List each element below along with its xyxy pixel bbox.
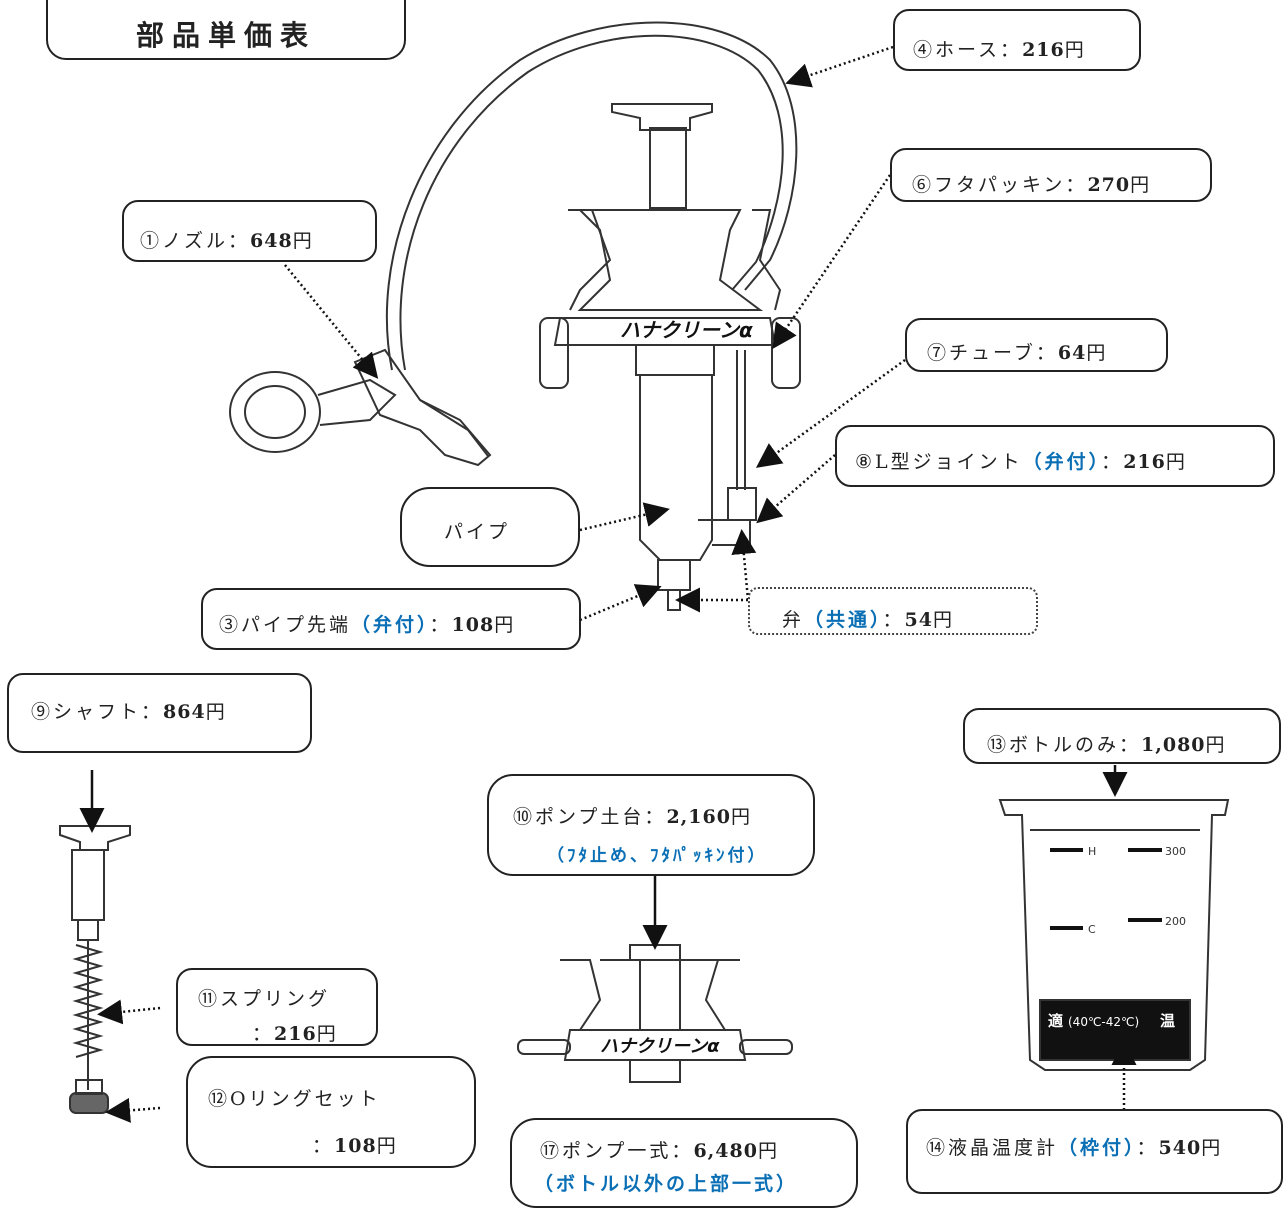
label-tube: ⑦チューブ：64円 <box>905 318 1168 372</box>
label-l-joint: ⑧L型ジョイント（弁付）：216円 <box>835 425 1275 487</box>
label-text: ： <box>1136 1137 1159 1159</box>
label-text: （枠付） <box>1058 1137 1137 1159</box>
label-text: ⑩ポンプ土台： <box>513 806 667 828</box>
label-text: 円 <box>757 1140 780 1162</box>
bottle-mark-c: C <box>1088 923 1096 936</box>
label-text: 108 <box>334 1135 377 1157</box>
page-title: 部品単価表 <box>135 19 316 52</box>
label-text: （弁付） <box>351 614 430 636</box>
label-text: 216 <box>274 1023 317 1045</box>
label-text: ： <box>252 1023 275 1045</box>
leader-oring <box>105 1097 161 1123</box>
label-text: 円 <box>933 609 956 631</box>
label-text: ： <box>429 614 452 636</box>
label-text: 64 <box>1057 342 1087 364</box>
title-box: 部品単価表 <box>46 0 406 60</box>
label-text: （弁付） <box>1022 451 1102 473</box>
label-text: 円 <box>1201 1137 1224 1159</box>
label-text: 1,080 <box>1141 734 1206 756</box>
label-text: 864 <box>163 701 206 723</box>
label-text: 円 <box>292 230 315 252</box>
label-text: 円 <box>205 701 228 723</box>
label-text: （ボトル以外の上部一式） <box>534 1173 799 1195</box>
label-text: ⑦チューブ： <box>927 342 1058 364</box>
label-text: ⑰ポンプ一式： <box>540 1140 694 1162</box>
hose-drawing <box>385 21 798 371</box>
leader-l-joint <box>756 454 836 524</box>
label-pump-base: ⑩ポンプ土台：2,160円 （ﾌﾀ止め、ﾌﾀﾊﾟｯｷﾝ付） <box>487 774 815 876</box>
base-logo-text: ハナクリーンα <box>600 1036 720 1057</box>
label-text: 円 <box>316 1023 339 1045</box>
leader-nozzle <box>284 264 379 379</box>
label-text: 円 <box>1086 342 1109 364</box>
label-thermometer: ⑭液晶温度計（枠付）：540円 <box>906 1109 1283 1194</box>
leader-pipe-tip <box>579 584 662 622</box>
label-nozzle: ①ノズル：648円 <box>122 200 377 262</box>
label-text: ⑬ボトルのみ： <box>987 734 1142 756</box>
label-text: ⑧L型ジョイント <box>855 451 1023 473</box>
label-text: 54 <box>904 609 933 631</box>
leader-lid-packing <box>772 174 892 350</box>
shaft-drawing <box>59 825 131 1114</box>
label-shaft: ⑨シャフト：864円 <box>7 673 312 753</box>
label-oring: ⑫Oリングセット ：108円 <box>186 1056 476 1168</box>
label-text: ④ホース： <box>913 39 1023 61</box>
label-pipe: パイプ <box>400 487 580 567</box>
label-text: ： <box>312 1135 335 1157</box>
bottle-drawing <box>998 799 1230 1071</box>
label-text: （ﾌﾀ止め、ﾌﾀﾊﾟｯｷﾝ付） <box>547 846 768 866</box>
leader-pipe <box>579 502 670 532</box>
label-text: 648 <box>250 230 293 252</box>
label-lid-packing: ⑥フタパッキン：270円 <box>890 148 1212 202</box>
label-valve: 弁（共通）：54円 <box>748 587 1038 635</box>
label-text: 108 <box>451 614 495 636</box>
label-hose: ④ホース：216円 <box>893 9 1141 71</box>
bottle-mark-200: 200 <box>1165 915 1186 928</box>
bottle-mark-300: 300 <box>1165 845 1186 858</box>
label-pipe-tip: ③パイプ先端（弁付）：108円 <box>201 588 581 650</box>
label-text: ： <box>882 609 905 631</box>
label-text: パイプ <box>444 521 511 543</box>
label-text: 円 <box>494 614 517 636</box>
pump-logo-text: ハナクリーンα <box>620 318 753 342</box>
label-pump-set: ⑰ポンプ一式：6,480円 （ボトル以外の上部一式） <box>510 1118 858 1208</box>
leader-hose <box>785 45 894 88</box>
label-text: （共通） <box>804 609 883 631</box>
label-text: 6,480 <box>693 1140 758 1162</box>
label-text: 2,160 <box>666 806 731 828</box>
label-text: 円 <box>376 1135 399 1157</box>
label-text: ③パイプ先端 <box>219 614 352 636</box>
label-text: 円 <box>1130 174 1153 196</box>
label-text: 円 <box>1064 39 1087 61</box>
thermo-left: 適 <box>1048 1012 1063 1030</box>
leader-spring <box>97 999 161 1025</box>
label-text: ⑫Oリングセット <box>208 1088 381 1110</box>
label-text: 弁 <box>782 609 805 631</box>
label-text: ⑪スプリング <box>198 988 331 1010</box>
pump-base-drawing <box>517 944 793 1083</box>
bottle-mark-h: H <box>1088 845 1096 858</box>
label-text: 216 <box>1022 39 1065 61</box>
label-text: 円 <box>1205 734 1228 756</box>
thermo-right: 温 <box>1160 1012 1175 1030</box>
label-bottle: ⑬ボトルのみ：1,080円 <box>963 708 1281 764</box>
label-text: 円 <box>1165 451 1188 473</box>
label-text: 円 <box>730 806 753 828</box>
label-text: ⑥フタパッキン： <box>912 174 1088 196</box>
label-text: ⑭液晶温度計 <box>926 1137 1059 1159</box>
label-text: 216 <box>1123 451 1166 473</box>
label-text: ： <box>1101 451 1124 473</box>
label-spring: ⑪スプリング ：216円 <box>176 968 378 1046</box>
thermo-mid: (40℃-42℃) <box>1068 1015 1139 1029</box>
label-text: ①ノズル： <box>140 230 251 252</box>
label-text: 540 <box>1158 1137 1202 1159</box>
label-text: 270 <box>1087 174 1131 196</box>
label-text: ⑨シャフト： <box>31 701 164 723</box>
nozzle-drawing <box>229 348 492 467</box>
